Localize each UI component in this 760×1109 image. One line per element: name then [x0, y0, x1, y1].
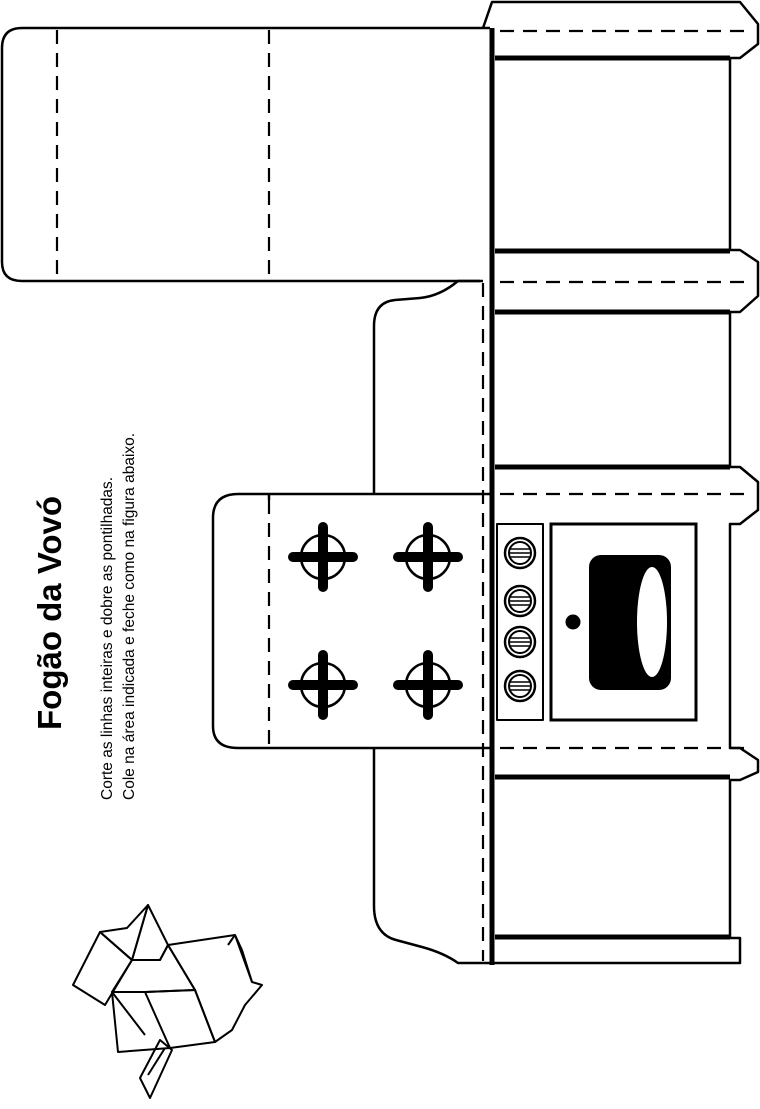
glue-tab-top [495, 29, 752, 61]
cooktop-flap [211, 492, 490, 750]
burner-bottom-left [288, 650, 358, 720]
glue-tab-2 [495, 248, 752, 315]
oven-front [496, 522, 698, 722]
oven-window-glass [637, 567, 667, 677]
knob-3 [503, 625, 537, 659]
knob-panel [496, 523, 544, 721]
knob-2 [503, 584, 537, 618]
glue-tab-3 [495, 464, 752, 496]
knob-1 [503, 536, 537, 570]
oven-handle-dot [565, 614, 581, 630]
main-fold-strip [481, 28, 495, 965]
knob-4 [503, 669, 537, 703]
instruction-line-1: Corte as linhas inteiras e dobre as pont… [99, 477, 116, 800]
instruction-line-2: Cole na área indicada e feche como na fi… [121, 433, 138, 800]
burner-top-right [393, 522, 463, 592]
burner-bottom-right [393, 650, 463, 720]
folded-box-icon [72, 904, 263, 1099]
back-panel [372, 279, 483, 965]
page-title: Fogão da Vovó [31, 496, 68, 730]
burner-top-left [288, 522, 358, 592]
side-flap-top [0, 26, 490, 283]
front-panel-outline [481, 0, 760, 965]
glue-tab-4 [495, 746, 752, 780]
oven-door [549, 522, 698, 722]
